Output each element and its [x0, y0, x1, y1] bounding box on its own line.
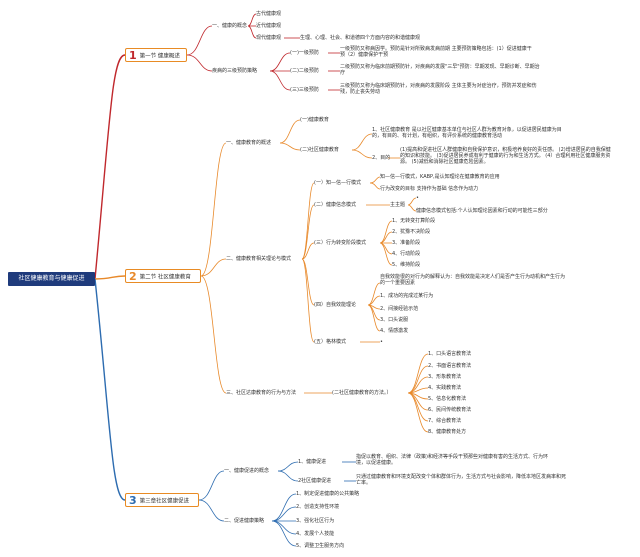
s2-theory[interactable]: 二、健康教育相关理论与模式	[226, 256, 292, 262]
s2-methods-sub[interactable]: (二社区健康教育的方法。）	[332, 390, 392, 396]
s2-self-efficacy-detail[interactable]: 自我效能很的对行为的解释认为：自我效能是决定人们是否产生行为动机和产生行为的一个…	[380, 274, 566, 286]
s1-tertiary-prevention-detail[interactable]: 三级预防又称为临床期预防针，对疾病的发展阶段 主体主要为对症治疗，预防并发症和伤…	[340, 83, 537, 95]
s2-stage-item[interactable]: 5、维持阶段	[392, 262, 421, 268]
s2-stage-item[interactable]: 4、行动阶段	[392, 251, 421, 257]
s2-kabp-detail-2[interactable]: 行为改变的目标 支持作为基础 信念作为动力	[380, 186, 479, 192]
root-node[interactable]: 社区健康教育与健康促进	[8, 272, 95, 286]
s2-stage-item[interactable]: 3、准备阶段	[392, 240, 421, 246]
s2-community-education[interactable]: (二)社区健康教育	[300, 147, 339, 153]
s2-health-belief-topic[interactable]: 主主题	[390, 202, 406, 208]
s3-strategy-item[interactable]: 3、强化社区行为	[296, 518, 335, 524]
s1-modern-view[interactable]: 现代健康观	[256, 35, 282, 41]
s2-self-efficacy-item[interactable]: 1、成功的完成过某行为	[380, 293, 434, 299]
s3-health-promotion[interactable]: 1、健康促进	[298, 459, 327, 465]
s3-strategy-item[interactable]: 5、调整卫生服务方向	[296, 543, 345, 549]
s1-secondary-prevention[interactable]: (二)二级预防	[290, 68, 319, 74]
s2-overview[interactable]: 一、健康教育的概述	[226, 140, 272, 146]
s2-stage-item[interactable]: 1、无转变打算阶段	[392, 218, 436, 224]
s2-methods[interactable]: 三、社区达康教育的行为与方法	[226, 390, 297, 396]
s1-primary-prevention-detail[interactable]: 一级预防又称病因学。预防是针对所致病发病前期 主要预防策略包括：(1）促进健康干…	[340, 46, 532, 58]
s1-tertiary-prevention[interactable]: (三)三级预防	[290, 87, 319, 93]
s1-secondary-prevention-detail[interactable]: 二级预防又称为临床前期预防针，对疾病的发展"三早"预防：早期发现、早期诊断、早期…	[340, 64, 540, 76]
s2-health-belief-model[interactable]: (二）健康信念模式	[314, 202, 356, 208]
s2-stage-model[interactable]: (三）行为转变阶段模式	[314, 240, 366, 246]
s2-health-belief-detail[interactable]: 健康信念模式包括:个人认知理论因素和行动的可能性三部分	[416, 208, 548, 214]
s2-self-efficacy-item[interactable]: 4、情感激发	[380, 328, 409, 334]
section-3-number: 3	[129, 494, 137, 507]
s2-method-item[interactable]: 3、形象教育法	[428, 374, 462, 380]
s2-community-education-def[interactable]: 1、社区健康教育 是以社区健康基本单位与社区人群为教育对象，以促进居民健康为目的…	[372, 127, 562, 139]
s2-stage-item[interactable]: 2、犹豫不决阶段	[392, 229, 431, 235]
s2-method-item[interactable]: 6、民间传统教育法	[428, 407, 472, 413]
section-1-number: 1	[129, 49, 137, 62]
s3-community-promotion-def[interactable]: 只通过健康教育和环境支配改变个体和群体行为，生活方式与社会影响，降低本地区发病率…	[356, 474, 567, 486]
s2-health-education[interactable]: (一)健康教育	[300, 117, 329, 123]
s2-purpose-detail[interactable]: (1)提高和促进社区人群健康和自我保护意识，积极培养良好的责任感。 (2)增进居…	[400, 147, 611, 165]
s1-ancient-view[interactable]: 古代健康观	[256, 11, 282, 17]
s2-method-item[interactable]: 1、口头语言教育法	[428, 351, 472, 357]
s2-purpose[interactable]: 2、目的	[372, 155, 391, 161]
s3-strategy[interactable]: 二、促进健康策略	[224, 518, 265, 524]
section-2-number: 2	[129, 270, 137, 283]
s1-modern-early-view[interactable]: 近代健康观	[256, 23, 282, 29]
s2-method-item[interactable]: 7、综合教育法	[428, 418, 462, 424]
s2-method-item[interactable]: 4、实践教育法	[428, 385, 462, 391]
s2-self-efficacy-item[interactable]: 3、口头说服	[380, 317, 409, 323]
s3-health-promotion-def[interactable]: 指促以教育、组织、法律（政策)和经济等手段干预那些对健康有害的生活方式、行为环境…	[356, 454, 548, 466]
s1-health-concept[interactable]: 一、健康的概念	[212, 23, 248, 29]
s3-community-promotion[interactable]: 2社区健康促进	[298, 478, 332, 484]
s2-kabp-model[interactable]: (一）知—信—行模式	[314, 180, 361, 186]
s2-green-model-mark: •	[380, 339, 383, 345]
s2-kabp-detail-1[interactable]: 知—信—行模式，KABP,是认知理论在健康教育的应用	[380, 174, 500, 180]
s2-self-efficacy-item[interactable]: 2、间接经验示范	[380, 306, 419, 312]
section-2-label: 第二节 社区健康教育	[139, 274, 191, 281]
s1-primary-prevention[interactable]: (一)一级预防	[290, 50, 319, 56]
section-1-label: 第一节 健康概述	[139, 53, 180, 60]
s2-method-item[interactable]: 8、健康教育处方	[428, 429, 467, 435]
s2-method-item[interactable]: 2、书面语言教育法	[428, 363, 472, 369]
s2-green-model[interactable]: (五）格林模式	[314, 339, 346, 345]
s3-concept[interactable]: 一、健康促进的概念	[224, 468, 270, 474]
s3-strategy-item[interactable]: 1、制定促进健康的公共策略	[296, 491, 360, 497]
section-3-label: 第三章社区健康促进	[139, 498, 190, 505]
s1-modern-view-detail[interactable]: 生理、心理、社会、和道德四个方面内容的和谐健康观	[300, 35, 421, 41]
s1-prevention-strategy[interactable]: 疾病的三级预防策略	[212, 68, 258, 74]
s2-health-belief-mark: •	[416, 195, 419, 201]
s3-strategy-item[interactable]: 4、发展个人技能	[296, 531, 335, 537]
s2-method-item[interactable]: 5、信息化教育法	[428, 396, 467, 402]
s2-self-efficacy[interactable]: (四）自我效能理论	[314, 302, 356, 308]
s3-strategy-item[interactable]: 2、创造支持性环境	[296, 504, 340, 510]
